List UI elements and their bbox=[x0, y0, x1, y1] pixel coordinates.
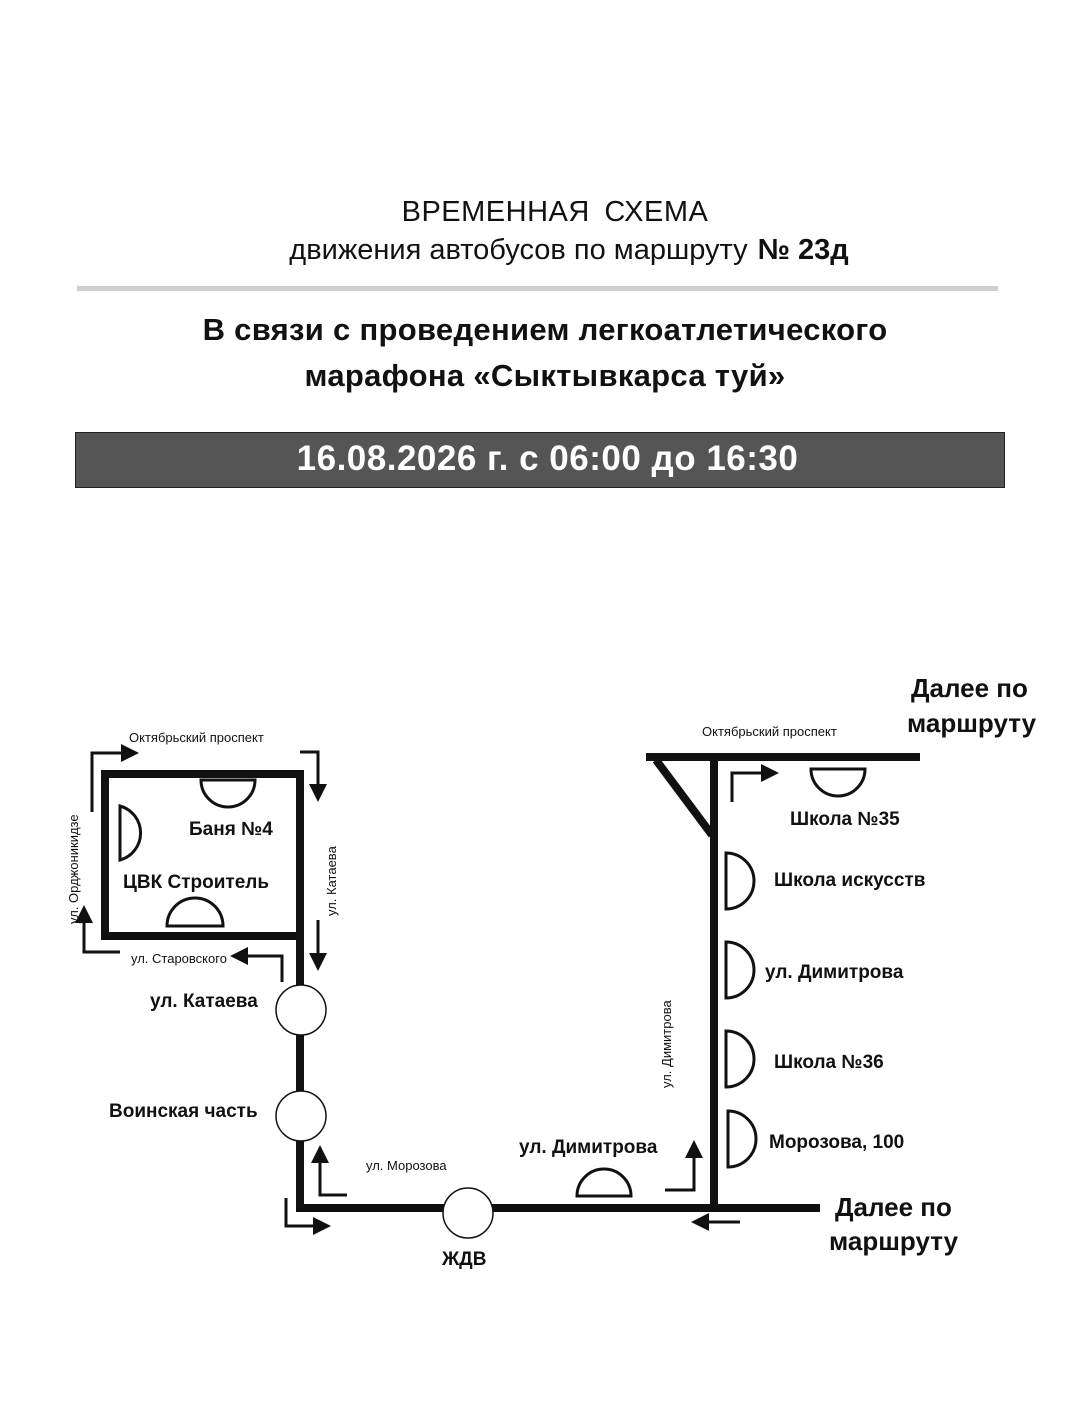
stop-label-voinskaya: Воинская часть bbox=[109, 1101, 258, 1122]
stop-pavilions bbox=[118, 767, 867, 1198]
date-band bbox=[75, 432, 1005, 488]
stop-pavilion-icon bbox=[809, 767, 867, 798]
stop-pavilion-icon bbox=[724, 940, 756, 1000]
continue-top-line1: Далее по bbox=[911, 673, 1028, 703]
street-starovskogo: ул. Старовского bbox=[131, 951, 227, 966]
junction-diagonal bbox=[652, 757, 716, 838]
continue-top-line2: маршруту bbox=[907, 708, 1037, 738]
arrow-icon bbox=[665, 1140, 703, 1192]
route-lines bbox=[296, 753, 920, 1212]
temp-stop-icon bbox=[275, 984, 327, 1036]
temp-stop-icon bbox=[442, 1187, 494, 1239]
stop-pavilion-icon bbox=[575, 1167, 633, 1198]
stop-label-school35: Школа №35 bbox=[790, 809, 900, 830]
schema-subtitle: движения автобусов по маршруту № 23д bbox=[0, 234, 1082, 267]
notice-line-2: марафона «Сыктывкарса туй» bbox=[304, 358, 786, 393]
street-morozova: ул. Морозова bbox=[366, 1158, 447, 1173]
arrow-icon bbox=[300, 750, 327, 802]
stop-pavilion-icon bbox=[724, 851, 756, 911]
arrow-icon bbox=[90, 744, 139, 812]
stop-pavilion-icon bbox=[118, 804, 143, 862]
street-oktyabrsky-right: Октябрьский проспект bbox=[702, 724, 837, 739]
temporary-stops bbox=[275, 984, 494, 1239]
street-oktyabrsky-left: Октябрьский проспект bbox=[129, 730, 264, 745]
route-number: № 23д bbox=[757, 234, 849, 266]
temp-stop-icon bbox=[275, 1090, 327, 1142]
arrow-icon bbox=[75, 905, 120, 954]
continue-bottom-line1: Далее по bbox=[835, 1192, 952, 1222]
notice-line-1: В связи с проведением легкоатлетического bbox=[202, 312, 888, 347]
street-dimitrova: ул. Димитрова bbox=[659, 1000, 674, 1088]
stop-label-dimitrova-right: ул. Димитрова bbox=[765, 962, 904, 983]
stop-label-banya: Баня №4 bbox=[189, 819, 273, 840]
stop-label-zhdv: ЖДВ bbox=[441, 1249, 486, 1270]
arrow-icon bbox=[230, 947, 284, 982]
header-divider bbox=[77, 286, 998, 291]
arrow-icon bbox=[730, 764, 779, 802]
direction-arrows bbox=[75, 744, 779, 1235]
stop-pavilion-icon bbox=[726, 1109, 758, 1169]
stop-label-school-arts: Школа искусств bbox=[774, 870, 925, 891]
stop-pavilion-icon bbox=[165, 896, 225, 928]
stop-label-tsvk: ЦВК Строитель bbox=[123, 872, 269, 893]
continue-bottom-line2: маршруту bbox=[829, 1226, 959, 1256]
left-block-streets bbox=[101, 770, 304, 940]
schema-title: ВРЕМЕННАЯ СХЕМА bbox=[401, 196, 709, 228]
subtitle-text: движения автобусов по маршруту bbox=[289, 234, 748, 266]
street-kataeva: ул. Катаева bbox=[324, 845, 339, 916]
stop-label-morozova100: Морозова, 100 bbox=[769, 1132, 904, 1153]
date-band-text: 16.08.2026 г. с 06:00 до 16:30 bbox=[296, 439, 799, 478]
stop-label-school36: Школа №36 bbox=[774, 1052, 884, 1073]
stop-label-dimitrova-bottom: ул. Димитрова bbox=[519, 1137, 658, 1158]
stop-label-kataeva: ул. Катаева bbox=[150, 991, 258, 1012]
arrow-icon bbox=[311, 1145, 347, 1197]
arrow-icon bbox=[284, 1198, 331, 1235]
stop-pavilion-icon bbox=[199, 778, 257, 809]
street-ordzhonikidze: ул. Орджоникидзе bbox=[66, 814, 81, 924]
stop-pavilion-icon bbox=[724, 1029, 756, 1089]
